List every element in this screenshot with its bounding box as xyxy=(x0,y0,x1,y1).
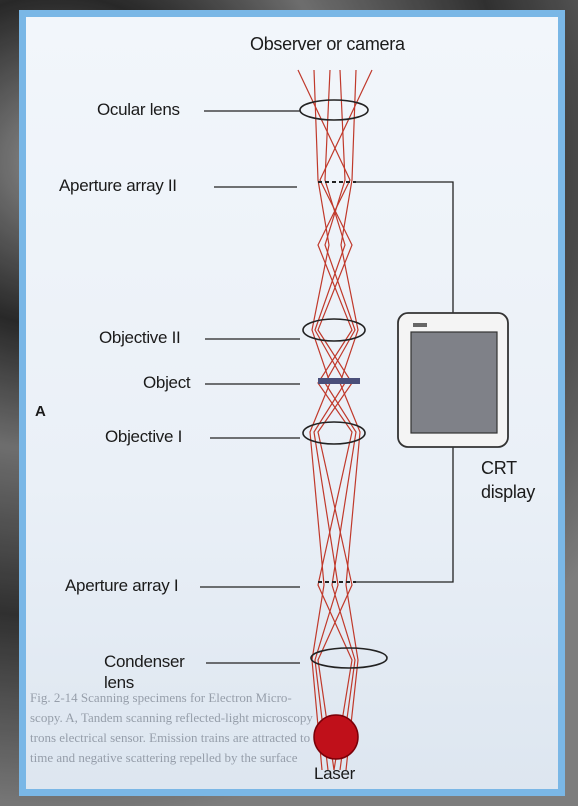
caption-line: time and negative scattering repelled by… xyxy=(30,748,570,768)
crt-display-icon xyxy=(398,313,508,447)
aperture-array-2-label: Aperture array II xyxy=(59,176,177,196)
ocular-lens-label: Ocular lens xyxy=(97,100,180,120)
caption-text: Fig. 2-14 Scanning specimens for Electro… xyxy=(30,688,570,768)
caption-line: trons electrical sensor. Emission trains… xyxy=(30,728,570,748)
condenser-label: Condenser xyxy=(104,652,184,672)
leader-lines xyxy=(200,111,300,663)
observer-label: Observer or camera xyxy=(250,34,405,55)
aperture-1-to-display-line xyxy=(356,447,453,582)
display-label: display xyxy=(481,482,535,503)
objective-1-label: Objective I xyxy=(105,427,182,447)
aperture-array-1-label: Aperture array I xyxy=(65,576,178,596)
ocular-lens-shape xyxy=(300,100,368,120)
object-label: Object xyxy=(143,373,190,393)
aperture-2-to-display-line xyxy=(356,182,453,313)
crt-label: CRT xyxy=(481,458,517,479)
light-rays xyxy=(298,70,372,770)
caption-line: scopy. A, Tandem scanning reflected-ligh… xyxy=(30,708,570,728)
object-shape xyxy=(318,378,360,384)
panel-letter: A xyxy=(35,403,46,420)
caption-line: Fig. 2-14 Scanning specimens for Electro… xyxy=(30,688,570,708)
objective-2-label: Objective II xyxy=(99,328,180,348)
condenser-lens-shape xyxy=(311,648,387,668)
